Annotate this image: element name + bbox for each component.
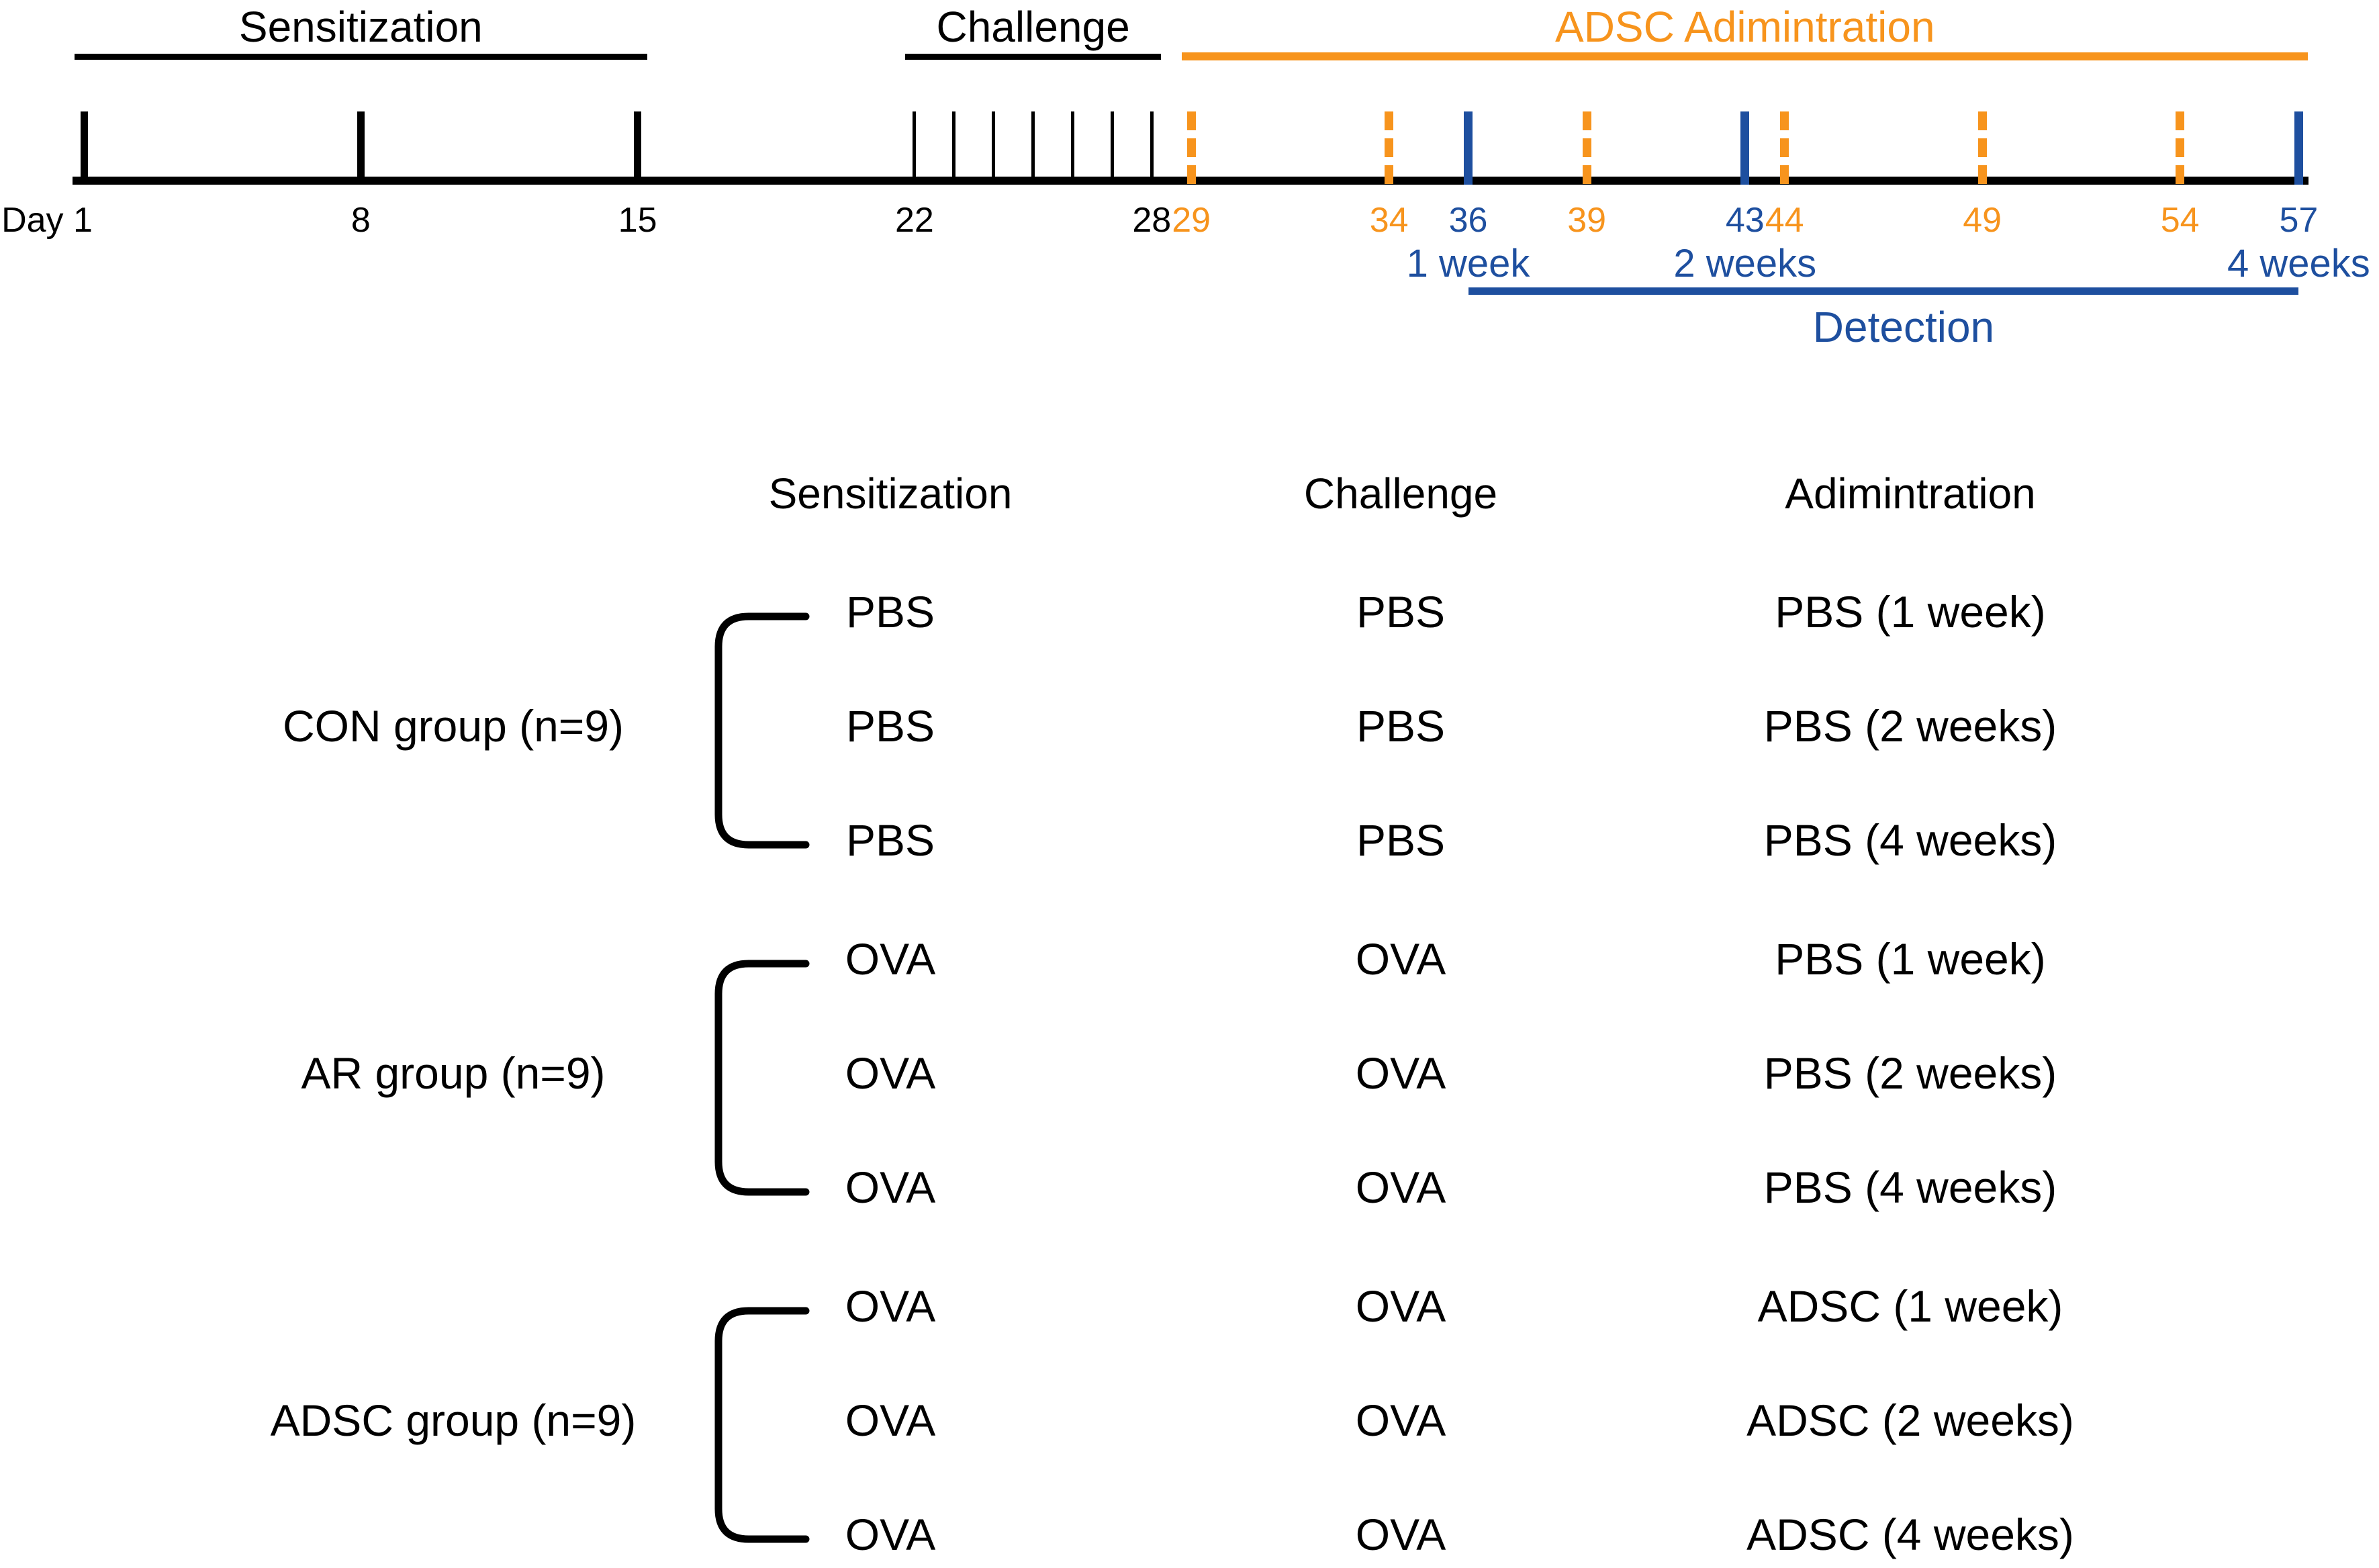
group-bracket	[714, 612, 810, 849]
column-header-sensitization: Sensitization	[768, 469, 1013, 518]
day-label-44: 44	[1765, 201, 1804, 240]
cell-g1-r1-c2: PBS	[1356, 587, 1446, 637]
cell-g1-r3-c1: PBS	[845, 815, 935, 865]
day-label-57: 57	[2279, 201, 2319, 240]
tick-day-22	[913, 111, 917, 185]
cell-g2-r2-c3: PBS (2 weeks)	[1763, 1048, 2057, 1098]
cell-g3-r1-c2: OVA	[1355, 1281, 1446, 1331]
tick-day-57	[2294, 111, 2303, 185]
day-label-28: 28	[1132, 201, 1172, 240]
detection-label: Detection	[1812, 303, 1995, 351]
cell-g1-r1-c1: PBS	[845, 587, 935, 637]
tick-day-43	[1740, 111, 1750, 185]
day-label-39: 39	[1567, 201, 1607, 240]
tick-day-54	[2176, 111, 2185, 185]
tick-day-25	[1031, 111, 1035, 185]
tick-day-49	[1977, 111, 1987, 185]
cell-g3-r3-c1: OVA	[845, 1510, 936, 1559]
tick-day-23	[952, 111, 956, 185]
cell-g1-r2-c2: PBS	[1356, 701, 1446, 751]
day-label-54: 54	[2160, 201, 2200, 240]
phase-title-adsc-adimintration: ADSC Adimintration	[1555, 3, 1935, 51]
cell-g1-r3-c3: PBS (4 weeks)	[1763, 815, 2057, 865]
group-label-adsc: ADSC group (n=9)	[270, 1395, 637, 1445]
day-label-8: 8	[351, 201, 371, 240]
tick-day-28	[1150, 111, 1154, 185]
group-label-con: CON group (n=9)	[282, 701, 624, 751]
cell-g1-r2-c1: PBS	[845, 701, 935, 751]
cell-g3-r1-c1: OVA	[845, 1281, 936, 1331]
tick-day-29	[1186, 111, 1196, 185]
week-label-57: 4 weeks	[2227, 242, 2370, 285]
tick-day-15	[634, 111, 642, 185]
tick-day-8	[357, 111, 365, 185]
day-label-29: 29	[1172, 201, 1211, 240]
cell-g3-r3-c3: ADSC (4 weeks)	[1746, 1510, 2074, 1559]
day-label-15: 15	[618, 201, 657, 240]
cell-g3-r2-c2: OVA	[1355, 1395, 1446, 1445]
cell-g2-r2-c2: OVA	[1355, 1048, 1446, 1098]
tick-day-34	[1385, 111, 1394, 185]
week-label-43: 2 weeks	[1673, 242, 1817, 285]
column-header-adimintration: Adimintration	[1785, 469, 2036, 518]
cell-g2-r3-c3: PBS (4 weeks)	[1763, 1162, 2057, 1212]
day-label-22: 22	[894, 201, 934, 240]
tick-day-27	[1110, 111, 1114, 185]
group-label-ar: AR group (n=9)	[301, 1048, 606, 1098]
phase-title-challenge: Challenge	[936, 3, 1130, 51]
cell-g2-r2-c1: OVA	[845, 1048, 936, 1098]
cell-g3-r1-c3: ADSC (1 week)	[1757, 1281, 2063, 1331]
cell-g2-r1-c1: OVA	[845, 934, 936, 984]
cell-g2-r3-c2: OVA	[1355, 1162, 1446, 1212]
phase-line-challenge	[904, 54, 1162, 60]
tick-day-1	[80, 111, 88, 185]
tick-day-44	[1780, 111, 1789, 185]
tick-day-36	[1464, 111, 1473, 185]
day-label-34: 34	[1369, 201, 1409, 240]
day-label-49: 49	[1963, 201, 2002, 240]
cell-g1-r3-c2: PBS	[1356, 815, 1446, 865]
day-label-36: 36	[1448, 201, 1488, 240]
phase-title-sensitization: Sensitization	[238, 3, 483, 51]
cell-g3-r2-c1: OVA	[845, 1395, 936, 1445]
phase-line-sensitization	[75, 54, 647, 60]
phase-line-adsc-adimintration	[1182, 52, 2308, 60]
cell-g2-r1-c2: OVA	[1355, 934, 1446, 984]
tick-day-24	[992, 111, 996, 185]
tick-day-39	[1582, 111, 1591, 185]
cell-g2-r3-c1: OVA	[845, 1162, 936, 1212]
column-header-challenge: Challenge	[1303, 469, 1498, 518]
cell-g1-r2-c3: PBS (2 weeks)	[1763, 701, 2057, 751]
day-label-43: 43	[1725, 201, 1765, 240]
cell-g3-r3-c2: OVA	[1355, 1510, 1446, 1559]
tick-day-26	[1071, 111, 1074, 185]
group-bracket	[714, 1307, 810, 1543]
cell-g1-r1-c3: PBS (1 week)	[1775, 587, 2046, 637]
week-label-36: 1 week	[1406, 242, 1530, 285]
detection-line	[1468, 287, 2299, 295]
day-label-1: Day 1	[1, 201, 93, 240]
cell-g2-r1-c3: PBS (1 week)	[1775, 934, 2046, 984]
group-bracket	[714, 960, 810, 1196]
cell-g3-r2-c3: ADSC (2 weeks)	[1746, 1395, 2074, 1445]
